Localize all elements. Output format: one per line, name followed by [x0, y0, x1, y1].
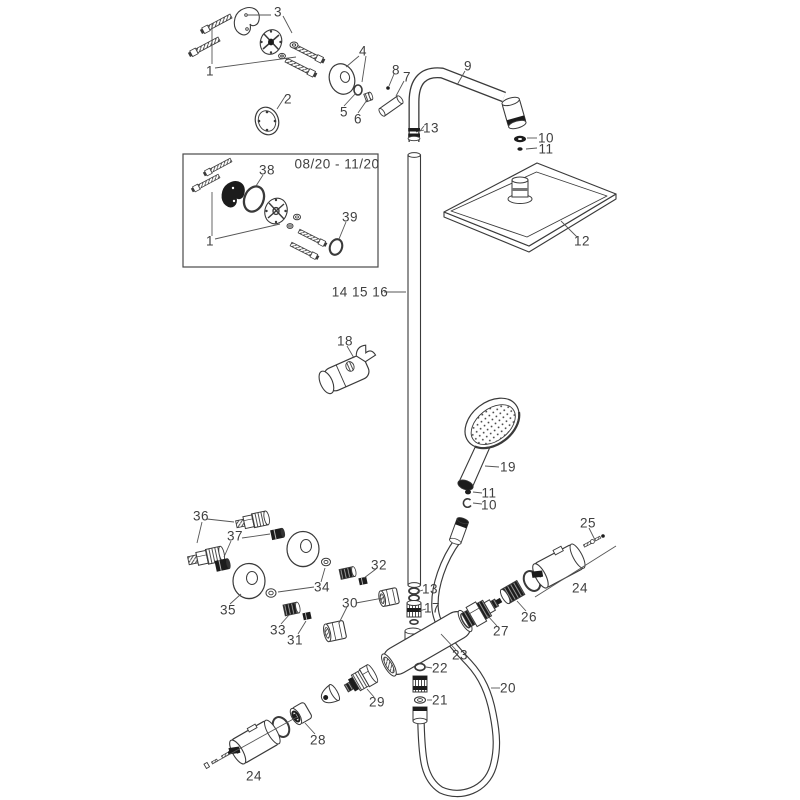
- part-5-o-ring: [353, 84, 363, 96]
- part-24-handle: [228, 719, 281, 765]
- part-7-pipe-nipple: [378, 95, 404, 117]
- cap-dome: [320, 683, 341, 704]
- thermostat-assembly: [381, 534, 605, 725]
- inset-caption: 08/20 - 11/20: [294, 156, 380, 172]
- part-30-hex-nut: [323, 620, 347, 643]
- part-37-seal: [214, 558, 231, 572]
- arm-seal-ring: [408, 128, 420, 132]
- overhead-shower-group: [443, 135, 617, 253]
- part-12-overhead-shower: [443, 162, 617, 253]
- part-35-escutcheon: [232, 562, 266, 600]
- part-14-15-16-riser-pipe: [407, 152, 422, 588]
- part-19-hand-shower: [457, 397, 521, 508]
- part-13-o-ring: [408, 587, 420, 595]
- part-31-nut: [302, 611, 312, 621]
- bottom-handle-chain: [203, 664, 379, 770]
- part-3-wall-plate: [233, 7, 260, 36]
- part-9-shower-arm: [407, 67, 527, 142]
- part-27-thermostat-cartridge: [460, 597, 503, 628]
- wall-bracket-assembly: [186, 7, 327, 136]
- part-34-washer: [321, 557, 331, 567]
- part-26-sleeve: [499, 579, 526, 605]
- part-4-escutcheon: [328, 63, 356, 95]
- part-28-adapter: [289, 702, 313, 726]
- part-8-set-screw: [386, 86, 390, 90]
- inset-box-group: [182, 153, 379, 268]
- part-37-seal: [270, 527, 286, 541]
- fixing-screw: [198, 12, 234, 36]
- part-34-washer: [265, 588, 277, 598]
- hose-connector: [412, 675, 428, 693]
- inset-dark-plate: [221, 181, 245, 208]
- part-20-shower-hose: [417, 517, 501, 798]
- part-18-slider: [318, 344, 377, 395]
- part-32-adapter: [338, 566, 357, 580]
- part-35-escutcheon: [286, 530, 320, 568]
- arm-seal-ring: [408, 133, 420, 137]
- part-11-seal: [465, 489, 471, 495]
- part-24-handle: [531, 543, 586, 589]
- arm-fittings: [328, 63, 404, 117]
- connection-cluster: [187, 510, 400, 643]
- inset-box-frame: [182, 153, 379, 268]
- part-39-o-ring: [328, 238, 344, 256]
- part-29-cartridge: [343, 664, 379, 693]
- part-17-connector: [406, 600, 422, 618]
- part-30-hex-nut: [378, 587, 400, 608]
- part-33-adapter: [282, 601, 301, 617]
- handle-screw-set: [203, 750, 232, 770]
- fixing-screw: [284, 56, 319, 79]
- arm-end-fitting: [501, 96, 527, 130]
- hose-conical-nut: [448, 517, 470, 545]
- part-22-o-ring: [414, 662, 426, 672]
- part-38-o-ring: [242, 185, 266, 213]
- part-2-cover-disc: [254, 106, 280, 136]
- part-11-seal: [517, 147, 523, 151]
- part-6-fitting: [363, 91, 374, 103]
- part-3-mount-disc: [259, 29, 283, 55]
- part-32-nut: [358, 576, 368, 586]
- part-21-washer: [413, 696, 427, 704]
- part-36-s-union: [235, 510, 270, 530]
- part-25-screw-set: [582, 534, 605, 548]
- leader-lines: [196, 14, 617, 765]
- part-10-filter-washer: [462, 498, 472, 508]
- fixing-screw: [186, 35, 222, 59]
- inset-mount-disc: [264, 197, 288, 225]
- hose-end-fitting: [412, 706, 428, 725]
